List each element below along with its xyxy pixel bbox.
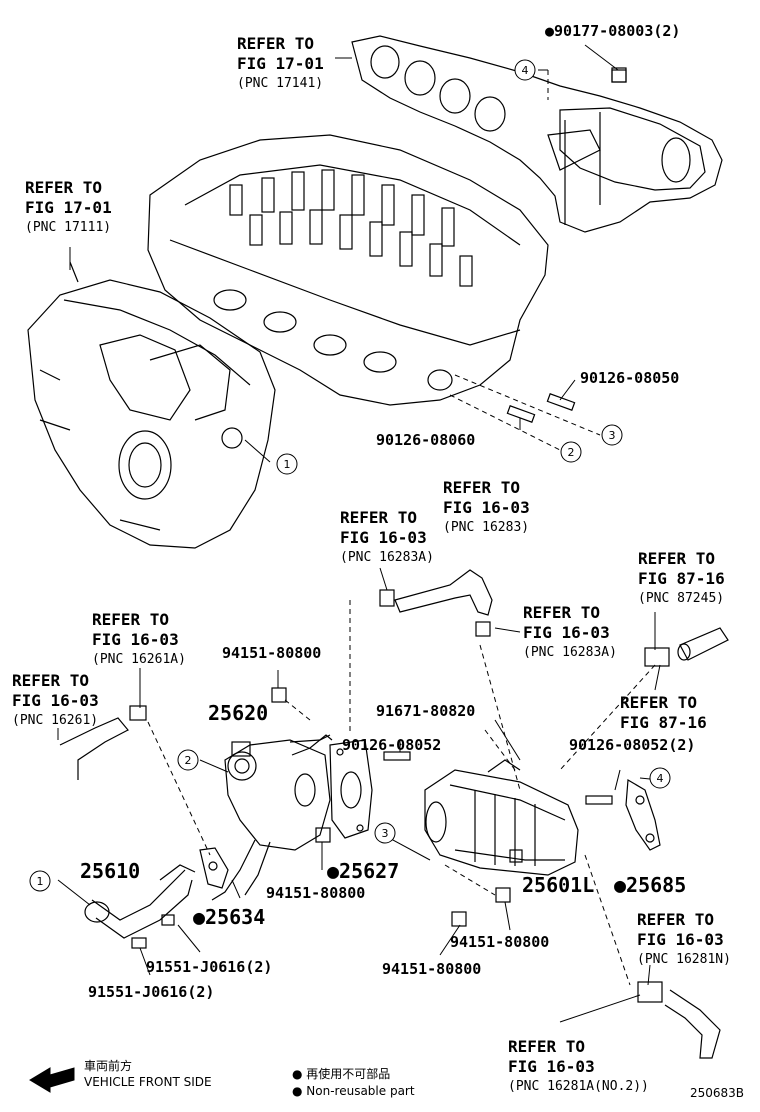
svg-text:4: 4: [657, 772, 664, 785]
front-label-en: VEHICLE FRONT SIDE: [84, 1075, 212, 1089]
fastener-drawings: [271, 67, 627, 927]
exhaust-manifold-drawing: [351, 35, 723, 233]
part-90126-08052-2: 90126-08052(2): [569, 736, 696, 754]
part-94151-80800-c: 94151-80800: [450, 933, 550, 951]
callout-markers: 4 1 2 3 2 3 4 1: [29, 59, 671, 892]
egr-valve-drawing: [211, 734, 333, 901]
egr-pipe-drawing: [84, 864, 196, 949]
gasket-25627-drawing: [329, 739, 373, 839]
callout-2-egr: 2: [177, 749, 199, 771]
intake-manifold-drawing: [27, 261, 276, 549]
part-94151-80800-b: 94151-80800: [266, 884, 366, 902]
gasket-25634-drawing: [199, 847, 229, 889]
part-25620: 25620: [208, 701, 269, 725]
part-90126-08052: 90126-08052: [342, 736, 442, 754]
svg-text:4: 4: [522, 64, 529, 77]
part-25685: ●25685: [614, 873, 687, 897]
svg-text:3: 3: [382, 827, 389, 840]
part-25601l: 25601L: [522, 873, 595, 897]
svg-text:3: 3: [609, 429, 616, 442]
valve-spring-row: [229, 169, 473, 287]
part-94151-80800-d: 94151-80800: [382, 960, 482, 978]
part-90126-08060: 90126-08060: [376, 431, 476, 449]
callout-3-head: 3: [601, 424, 623, 446]
callout-4-top: 4: [514, 59, 536, 81]
cylinder-head-drawing: [147, 134, 549, 406]
front-arrow-icon: [29, 1067, 75, 1093]
part-91671-80820: 91671-80820: [376, 702, 476, 720]
part-94151-80800-a: 94151-80800: [222, 644, 322, 662]
svg-text:2: 2: [568, 446, 575, 459]
part-91551-j0616-b: 91551-J0616(2): [88, 983, 215, 1001]
callout-1-pipe: 1: [29, 870, 51, 892]
front-label-jp: 車両前方: [84, 1059, 133, 1073]
part-25627: ●25627: [327, 859, 400, 883]
svg-text:2: 2: [185, 754, 192, 767]
hose-drawings: [59, 569, 729, 1059]
part-91551-j0616-a: 91551-J0616(2): [146, 958, 273, 976]
callout-2-head: 2: [560, 441, 582, 463]
part-90126-08050: 90126-08050: [580, 369, 680, 387]
egr-cooler-drawing: [424, 759, 579, 876]
leader-lines: [57, 44, 661, 1023]
callout-3-egr: 3: [374, 822, 396, 844]
nonreusable-label-jp: ● 再使用不可部品: [292, 1067, 391, 1081]
svg-text:1: 1: [37, 875, 44, 888]
callout-1-head: 1: [276, 453, 298, 475]
svg-text:1: 1: [284, 458, 291, 471]
part-90177-08003: ●90177-08003(2): [545, 22, 681, 40]
part-25610: 25610: [80, 859, 141, 883]
part-25634: ●25634: [193, 905, 266, 929]
gasket-25685-drawing: [625, 778, 661, 851]
nonreusable-label-en: ● Non-reusable part: [292, 1084, 415, 1098]
callout-4-egr: 4: [649, 767, 671, 789]
figure-id: 250683B: [690, 1086, 745, 1100]
